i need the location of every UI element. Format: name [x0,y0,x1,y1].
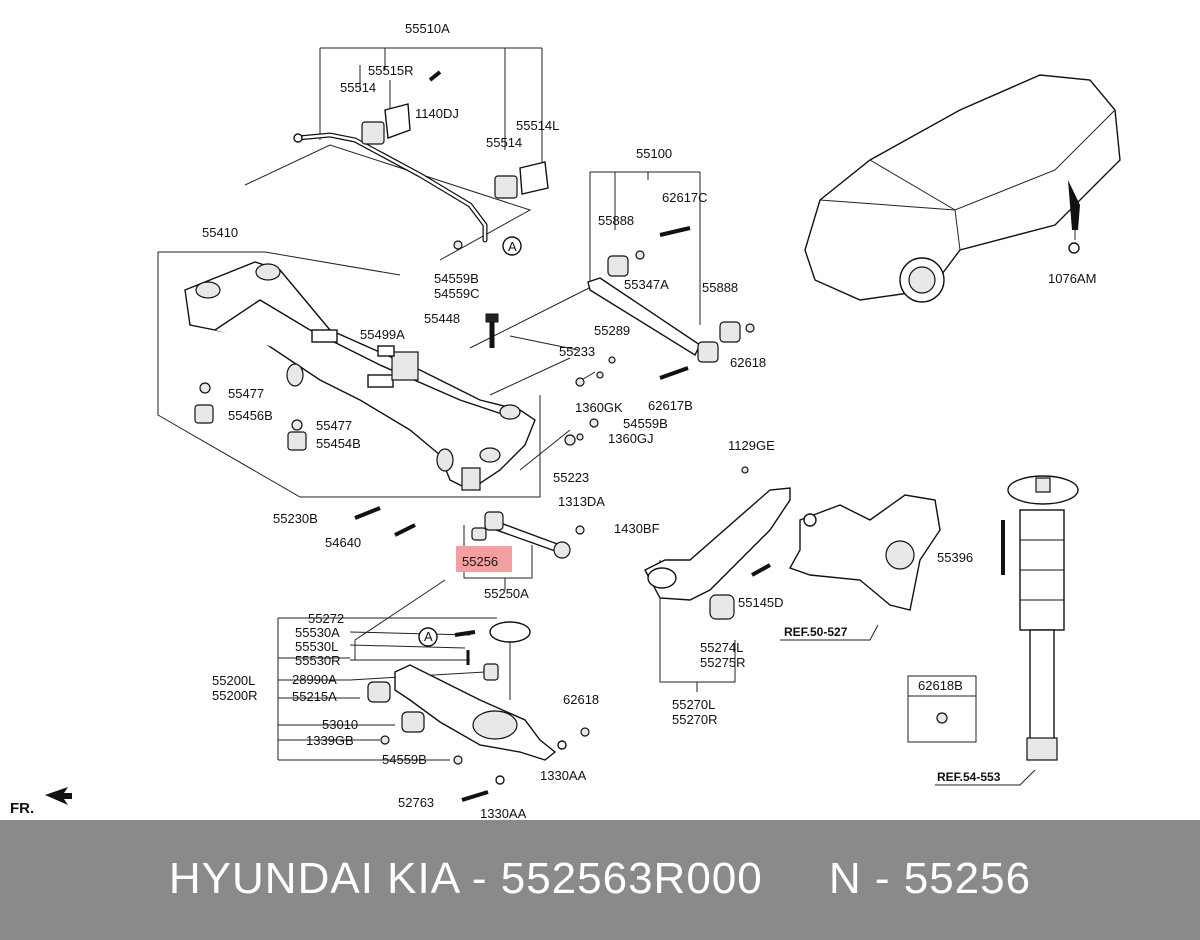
label-55530A: 55530A [295,625,340,640]
label-55514: 55514 [340,80,376,95]
label-1339GB: 1339GB [306,733,354,748]
trailing-arm-55270 [644,487,791,620]
highlight-box [456,546,512,572]
label-62617B: 62617B [648,398,693,413]
label-55200L: 55200L [212,673,255,688]
label-55530L: 55530L [295,639,338,654]
part-number-banner: HYUNDAI KIA - 552563R000 N - 55256 [0,820,1200,940]
label-55274L: 55274L [700,640,743,655]
label-54559B: 54559B [623,416,668,431]
label-55200R: 55200R [212,688,258,703]
label-marker-a: A [424,629,433,644]
label-55499A: 55499A [360,327,405,342]
stabilizer-bar [293,132,488,243]
label-62618: 62618 [730,355,766,370]
toe-link-55250A [471,511,571,559]
label-62618B: 62618B [918,678,963,693]
label-55514L: 55514L [516,118,559,133]
label-1330AA: 1330AA [480,806,527,820]
label-1076AM: 1076AM [1048,271,1096,286]
label-54559C: 54559C [434,286,480,301]
label-62618: 62618 [563,692,599,707]
damper-55499A [377,345,419,381]
parts-diagram: 55510A 55515R 55514 1140DJ 55514L 55514 … [45,21,1121,820]
label-55100: 55100 [636,146,672,161]
car-illustration [804,74,1121,303]
bushings-left [194,382,307,451]
stabilizer-bushing-brackets [361,70,549,199]
label-55454B: 55454B [316,436,361,451]
front-orientation-label: FR. [10,800,35,817]
label-ref-50-527: REF.50-527 [784,625,848,639]
reference-marker-a [418,236,522,647]
small-fasteners [354,240,749,537]
label-55396: 55396 [937,550,973,565]
label-54640: 54640 [325,535,361,550]
bolt-55448 [485,313,499,348]
label-55477: 55477 [316,418,352,433]
label-52763: 52763 [398,795,434,810]
label-55888: 55888 [702,280,738,295]
knuckle [788,494,941,611]
label-1140DJ: 1140DJ [415,106,459,121]
label-55145D: 55145D [738,595,784,610]
label-55230B: 55230B [273,511,318,526]
label-1313DA: 1313DA [558,494,605,509]
part-labels: 55510A 55515R 55514 1140DJ 55514L 55514 … [202,21,1096,820]
label-55888: 55888 [598,213,634,228]
label-ref-54-553: REF.54-553 [937,770,1001,784]
label-55275R: 55275R [700,655,746,670]
upper-arm-55100 [587,226,755,380]
label-1360GK: 1360GK [575,400,623,415]
label-54559B: 54559B [434,271,479,286]
label-1330AA: 1330AA [540,768,587,783]
label-55530R: 55530R [295,653,341,668]
label-62617C: 62617C [662,190,708,205]
label-55215A: 55215A [292,689,337,704]
label-55410: 55410 [202,225,238,240]
label-55289: 55289 [594,323,630,338]
label-55256: 55256 [462,554,498,569]
label-55223: 55223 [553,470,589,485]
label-55233: 55233 [559,344,595,359]
label-55515R: 55515R [368,63,414,78]
lower-arm-55200 [367,621,590,802]
label-1129GE: 1129GE [728,438,775,453]
label-55510A: 55510A [405,21,450,36]
label-marker-a: A [508,239,517,254]
label-1430BF: 1430BF [614,521,660,536]
label-55448: 55448 [424,311,460,326]
label-55272: 55272 [308,611,344,626]
shock-absorber-55396 [1001,475,1079,761]
label-55270R: 55270R [672,712,718,727]
nut-62618B [936,712,948,724]
front-arrow-icon [45,787,72,805]
label-55270L: 55270L [672,697,715,712]
label-28990A: 28990A [292,672,337,687]
label-1360GJ: 1360GJ [608,431,654,446]
part-number-text: HYUNDAI KIA - 552563R000 N - 55256 [168,854,1032,903]
label-53010: 53010 [322,717,358,732]
crossmember-subframe [184,261,536,491]
label-55477: 55477 [228,386,264,401]
label-55514: 55514 [486,135,522,150]
label-55456B: 55456B [228,408,273,423]
label-55347A: 55347A [624,277,669,292]
label-55250A: 55250A [484,586,529,601]
label-54559B: 54559B [382,752,427,767]
